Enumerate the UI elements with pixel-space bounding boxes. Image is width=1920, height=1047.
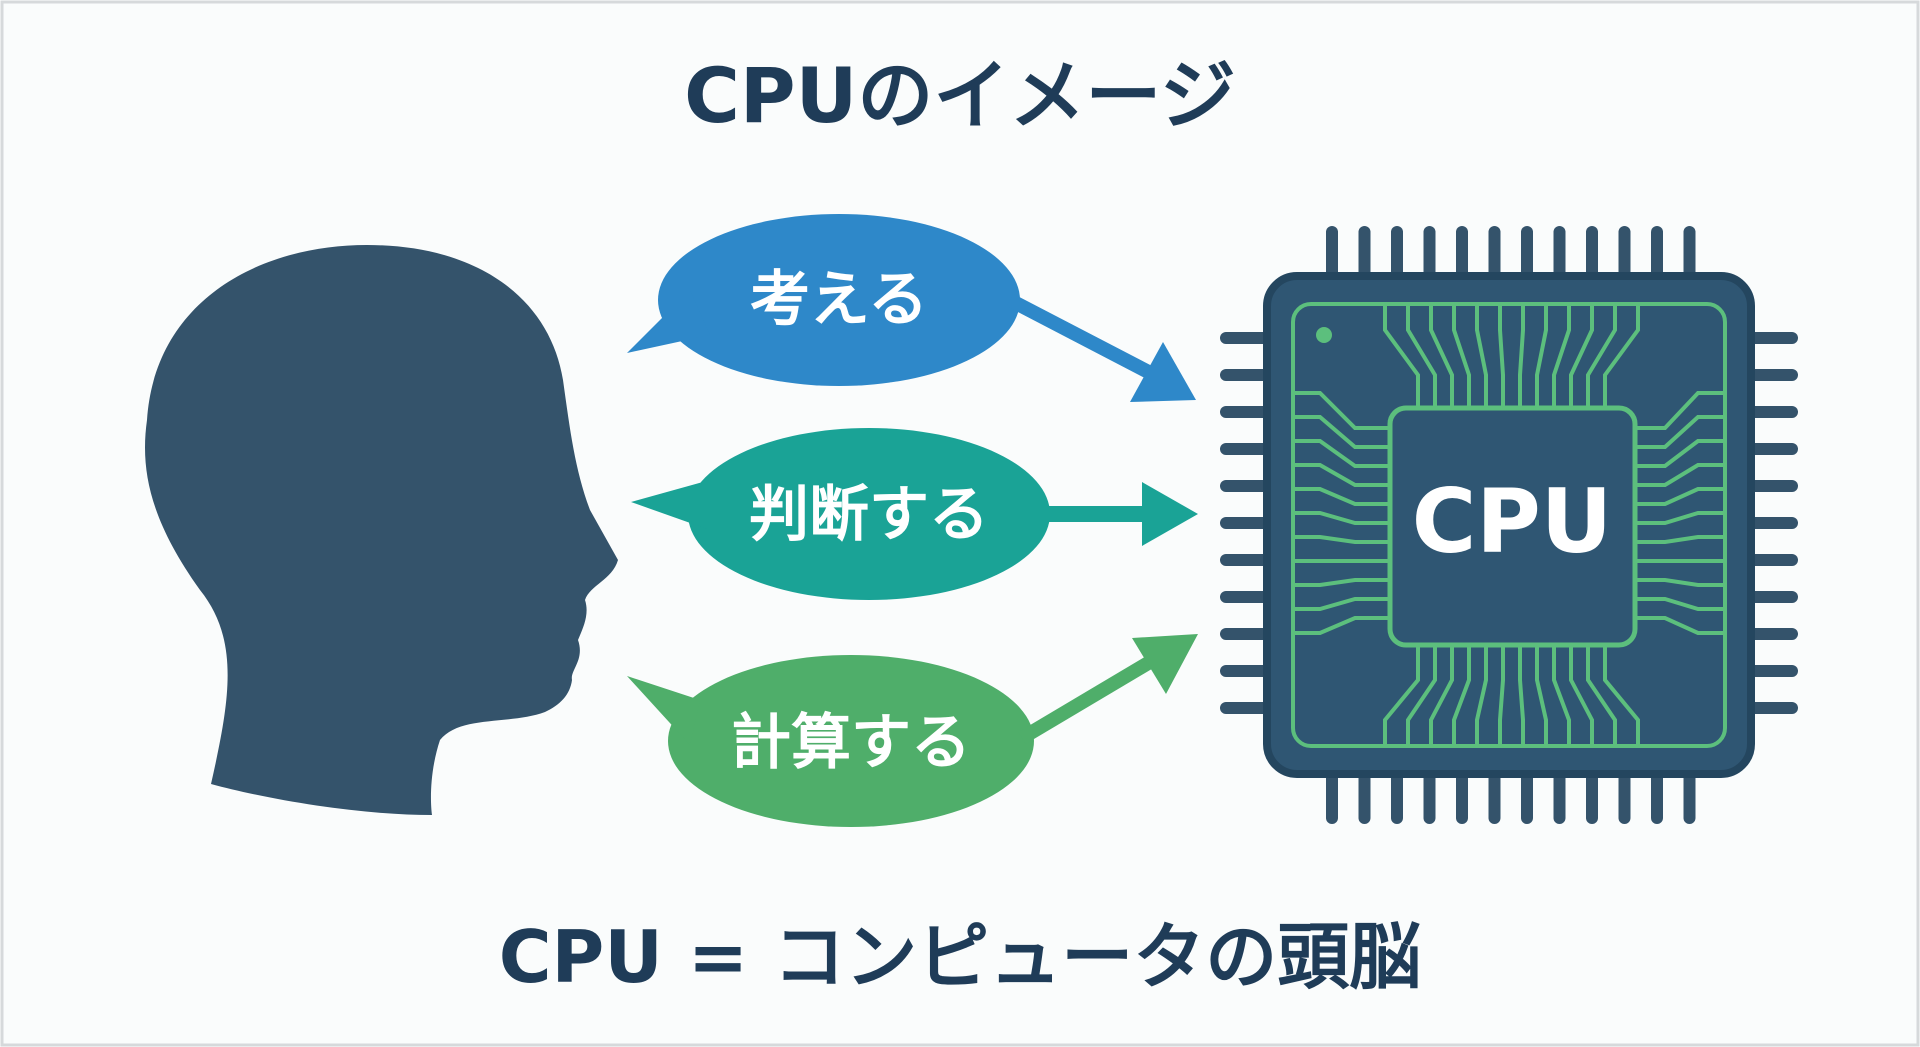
circuit-trace	[1452, 304, 1471, 408]
circuit-trace	[1498, 645, 1505, 746]
human-head-icon	[145, 245, 618, 815]
circuit-trace	[1406, 645, 1437, 746]
circuit-trace	[1635, 463, 1725, 487]
circuit-trace	[1429, 645, 1454, 746]
circuit-trace	[1635, 535, 1725, 544]
circuit-trace	[1518, 645, 1525, 746]
circuit-trace	[1429, 304, 1454, 408]
bubble-label: 考える	[750, 265, 928, 335]
speech-bubble-think: 考える	[627, 214, 1020, 386]
diagram-title: CPUのイメージ	[684, 51, 1236, 140]
circuit-trace	[1293, 578, 1390, 587]
circuit-trace	[1293, 439, 1390, 468]
speech-bubble-judge: 判断する	[631, 428, 1050, 600]
pin1-marker	[1316, 327, 1332, 343]
speech-bubble-calculate: 計算する	[627, 655, 1034, 827]
circuit-trace	[1586, 304, 1617, 408]
circuit-trace	[1475, 304, 1488, 408]
bubble-label: 判断する	[749, 480, 989, 550]
circuit-trace	[1635, 578, 1725, 587]
circuit-trace	[1498, 304, 1505, 408]
circuit-traces	[1293, 304, 1725, 746]
circuit-trace	[1635, 597, 1725, 611]
circuit-trace	[1552, 645, 1571, 746]
cpu-chip-icon: CPU	[1220, 226, 1798, 824]
circuit-trace	[1293, 616, 1390, 635]
circuit-trace	[1635, 616, 1725, 635]
circuit-trace	[1603, 304, 1640, 408]
circuit-trace	[1569, 304, 1594, 408]
chip-label: CPU	[1412, 470, 1613, 573]
bubble-label: 計算する	[731, 708, 971, 778]
circuit-trace	[1475, 645, 1488, 746]
circuit-trace	[1293, 391, 1390, 430]
circuit-trace	[1293, 535, 1390, 544]
circuit-trace	[1518, 304, 1525, 408]
circuit-trace	[1569, 645, 1594, 746]
circuit-trace	[1635, 415, 1725, 449]
arrow-icon	[1018, 634, 1198, 745]
circuit-trace	[1635, 391, 1725, 430]
circuit-trace	[1635, 511, 1725, 525]
circuit-trace	[1535, 645, 1548, 746]
arrow-icon	[1040, 482, 1198, 546]
circuit-trace	[1586, 645, 1617, 746]
circuit-trace	[1293, 487, 1390, 506]
circuit-trace	[1535, 304, 1548, 408]
circuit-trace	[1293, 415, 1390, 449]
circuit-trace	[1293, 463, 1390, 487]
chip-core	[1387, 405, 1638, 648]
circuit-trace	[1635, 487, 1725, 506]
arrow-icon	[1006, 293, 1196, 402]
circuit-trace	[1383, 645, 1420, 746]
circuit-trace	[1383, 304, 1420, 408]
circuit-trace	[1293, 511, 1390, 525]
circuit-trace	[1406, 304, 1437, 408]
circuit-trace	[1552, 304, 1571, 408]
circuit-trace	[1603, 645, 1640, 746]
circuit-trace	[1293, 597, 1390, 611]
caption: CPU = コンピュータの頭脳	[499, 915, 1422, 999]
circuit-trace	[1635, 439, 1725, 468]
circuit-trace	[1452, 645, 1471, 746]
